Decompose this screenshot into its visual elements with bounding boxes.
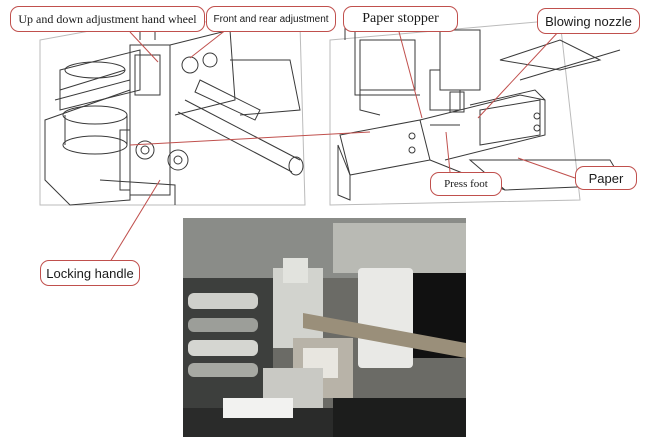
label-front-rear-adjustment: Front and rear adjustment <box>206 6 336 32</box>
label-paper-stopper: Paper stopper <box>343 6 458 32</box>
label-locking-handle: Locking handle <box>40 260 140 286</box>
machine-photo-illustration <box>183 218 466 437</box>
label-press-foot: Press foot <box>430 172 502 196</box>
machine-photo <box>183 218 466 437</box>
label-paper: Paper <box>575 166 637 190</box>
label-hand-wheel: Up and down adjustment hand wheel <box>10 6 205 32</box>
label-blowing-nozzle: Blowing nozzle <box>537 8 640 34</box>
